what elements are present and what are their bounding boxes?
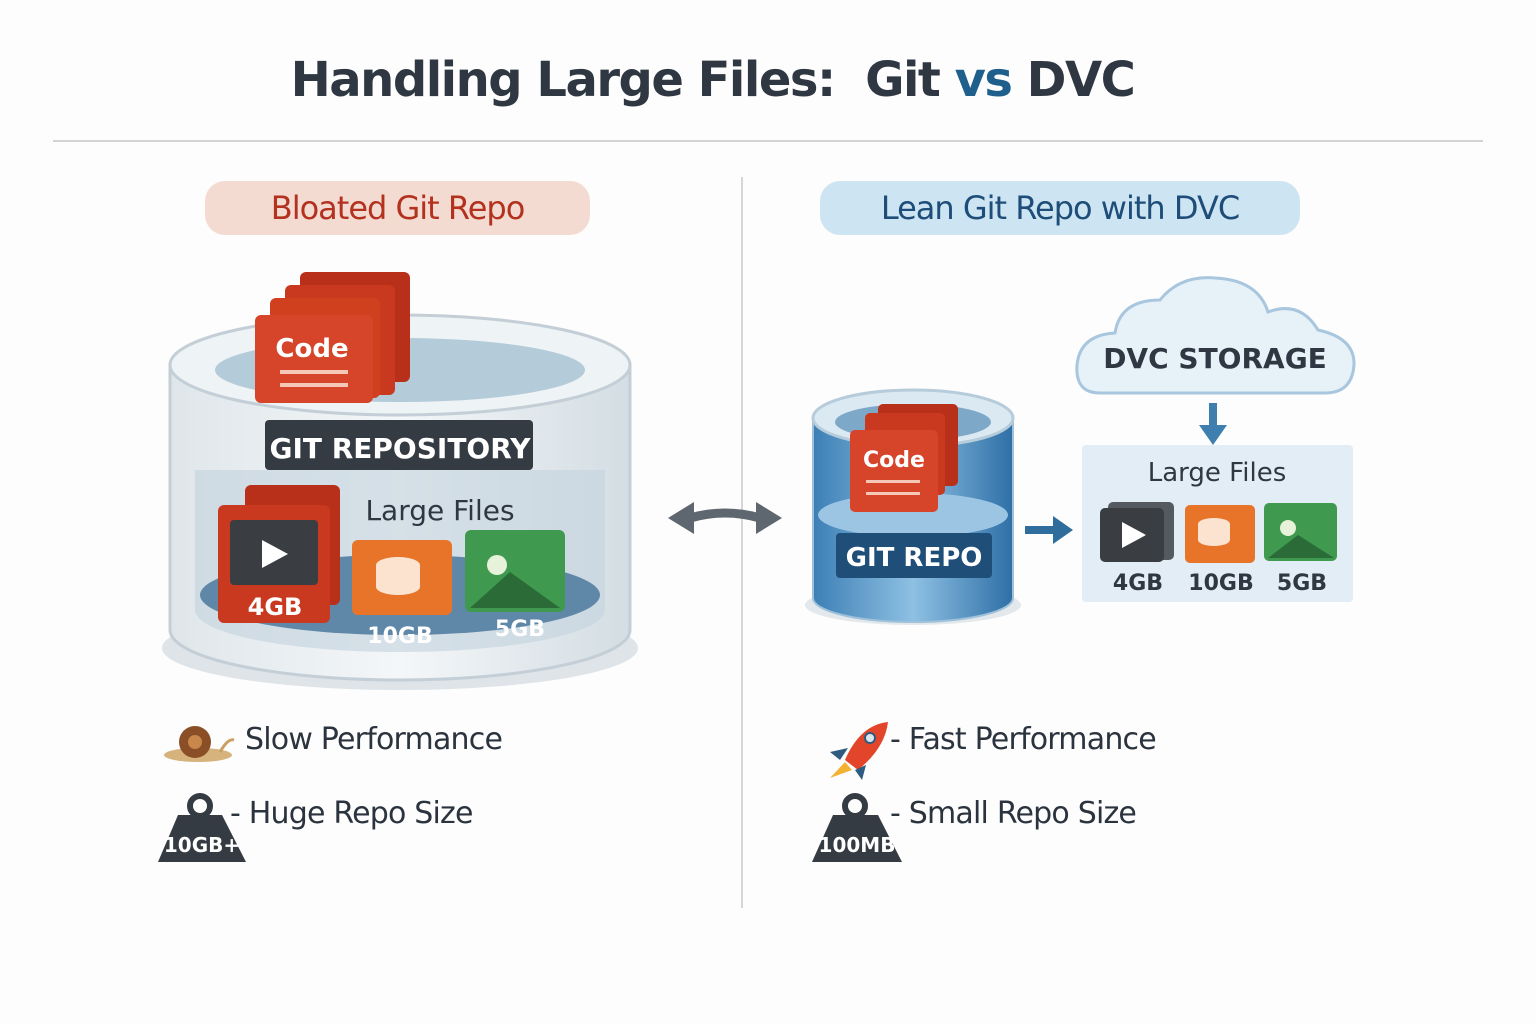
left-large-files-label: Large Files — [365, 494, 514, 527]
cloud-storage-icon — [1075, 276, 1356, 395]
right-database-file-icon — [1185, 505, 1255, 563]
left-code-label: Code — [275, 334, 348, 364]
slow-performance-text: Slow Performance — [245, 722, 503, 757]
weight-icon-right — [812, 793, 902, 862]
right-image-size: 5GB — [1277, 571, 1327, 596]
left-video-file-icon — [218, 485, 340, 623]
right-video-file-icon — [1100, 502, 1174, 562]
fast-performance-text: - Fast Performance — [890, 722, 1157, 757]
left-image-size: 5GB — [495, 617, 545, 642]
dvc-storage-label: DVC STORAGE — [1103, 342, 1327, 375]
rocket-icon — [830, 722, 888, 780]
right-repo-label-bg — [836, 533, 992, 578]
snail-icon — [164, 726, 235, 762]
huge-repo-size-text: - Huge Repo Size — [230, 796, 473, 831]
title-git: Git — [865, 52, 941, 108]
right-repo-label: GIT REPO — [846, 543, 983, 573]
left-banner: Bloated Git Repo — [205, 181, 590, 235]
right-arrow-icon — [1025, 516, 1073, 544]
right-image-file-icon — [1264, 503, 1337, 561]
title-dvc: DVC — [1026, 52, 1136, 108]
left-repo-label-bg — [265, 420, 533, 470]
left-video-size: 4GB — [248, 593, 303, 621]
left-database-size: 10GB — [367, 624, 432, 649]
weight-icon-left — [158, 793, 246, 862]
right-banner: Lean Git Repo with DVC — [820, 181, 1300, 235]
right-video-size: 4GB — [1113, 571, 1163, 596]
right-code-label: Code — [863, 448, 925, 473]
column-divider — [741, 177, 743, 908]
right-large-files-label: Large Files — [1148, 458, 1286, 488]
title-text: Handling Large Files: — [290, 52, 837, 108]
title-vs: vs — [954, 52, 1013, 108]
left-code-files-icon — [255, 272, 410, 403]
title-divider — [53, 140, 1483, 142]
left-image-file-icon — [465, 530, 565, 612]
down-arrow-icon — [1199, 403, 1227, 445]
weight-badge-left: 10GB+ — [164, 833, 240, 857]
compare-double-arrow-icon — [668, 502, 782, 534]
right-database-size: 10GB — [1188, 571, 1253, 596]
weight-badge-right: 100MB — [819, 833, 896, 857]
small-repo-size-text: - Small Repo Size — [890, 796, 1137, 831]
left-database-file-icon — [352, 540, 452, 615]
page-title: Handling Large Files: Git vs DVC — [0, 52, 1425, 108]
right-code-files-icon — [850, 404, 958, 512]
left-repo-label: GIT REPOSITORY — [269, 432, 531, 465]
